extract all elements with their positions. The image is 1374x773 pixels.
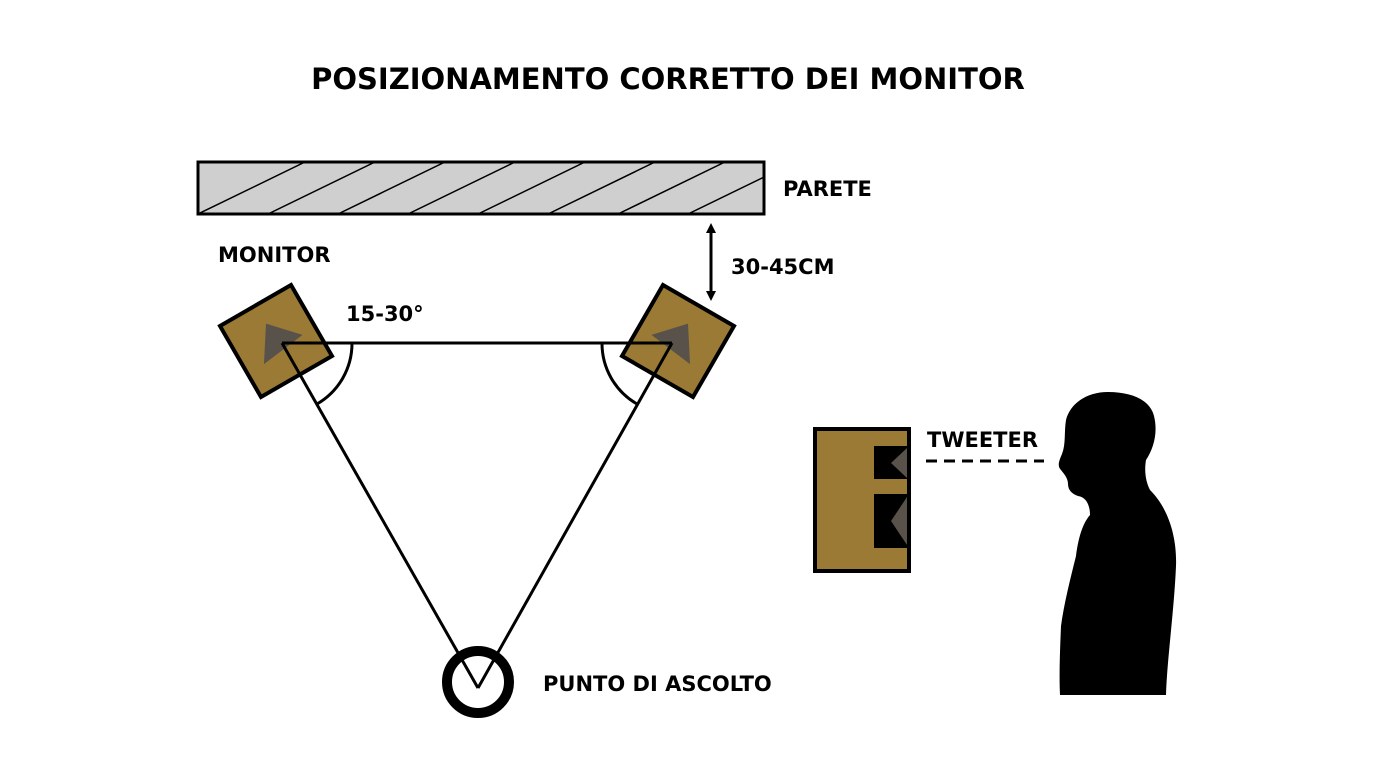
- listening-point-label: PUNTO DI ASCOLTO: [543, 672, 772, 696]
- wall-label: PARETE: [783, 177, 872, 201]
- wall: [196, 160, 766, 216]
- monitor-label: MONITOR: [218, 243, 331, 267]
- person-silhouette-icon: [1058, 392, 1177, 695]
- wall-hatching: [198, 162, 764, 214]
- tweeter-label: TWEETER: [927, 428, 1038, 452]
- right-monitor: [619, 282, 737, 400]
- right-angle-arc: [600, 342, 638, 406]
- tweeter-cone-icon: [891, 448, 907, 478]
- side-view-speaker: [813, 427, 911, 573]
- listening-point-icon: [442, 646, 514, 718]
- wall-fill: [196, 160, 766, 216]
- diagram-title: POSIZIONAMENTO CORRETTO DEI MONITOR: [311, 62, 1025, 96]
- left-monitor: [217, 282, 335, 400]
- left-angle-arc: [316, 342, 354, 406]
- woofer-cone-icon: [891, 497, 907, 545]
- angle-label: 15-30°: [346, 302, 424, 326]
- distance-label: 30-45CM: [731, 255, 834, 279]
- listening-triangle: [280, 341, 674, 689]
